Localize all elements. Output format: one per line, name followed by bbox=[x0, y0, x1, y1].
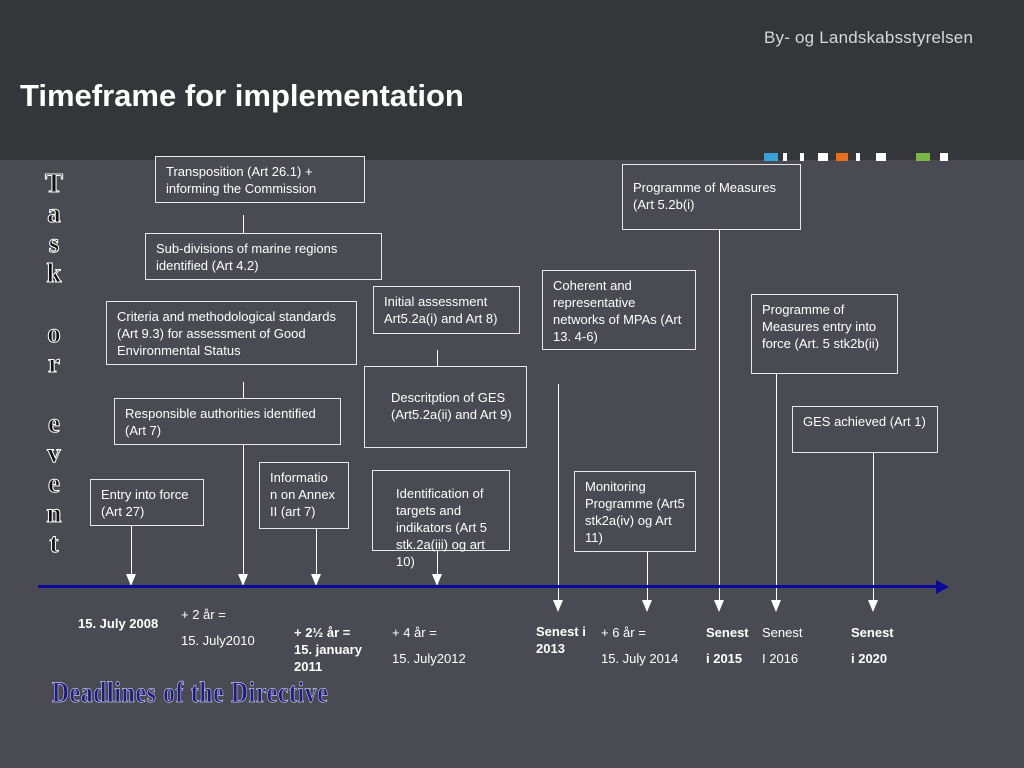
side-label-letter: o bbox=[47, 318, 62, 349]
deadline-2020-year: i 2020 bbox=[851, 651, 888, 666]
deadline-2011: + 2½ år = 15. january 2011 bbox=[294, 625, 362, 674]
task-pom-entry-into-force: Programme of Measures entry into force (… bbox=[751, 294, 898, 374]
strip-square bbox=[916, 153, 930, 161]
task-responsible-authorities: Responsible authorities identified (Art … bbox=[114, 398, 341, 445]
arrow-head bbox=[553, 600, 563, 612]
deadline-2016-label: Senest bbox=[762, 625, 803, 640]
side-label-letter: a bbox=[47, 198, 62, 229]
connector-line bbox=[647, 550, 648, 606]
task-targets-indicators: Identification of targets and indikators… bbox=[372, 470, 510, 569]
connector-line bbox=[131, 500, 132, 580]
header-bar: By- og Landskabsstyrelsen Timeframe for … bbox=[0, 0, 1024, 160]
connector-line bbox=[776, 373, 777, 606]
side-label-letter: T bbox=[44, 168, 63, 199]
deadline-2015-year: i 2015 bbox=[706, 651, 743, 666]
deadline-2014-date: 15. July 2014 bbox=[601, 651, 679, 666]
side-label-letter: v bbox=[47, 438, 62, 469]
strip-square bbox=[800, 153, 804, 161]
side-label-letter: e bbox=[48, 408, 61, 439]
connector-line bbox=[558, 384, 559, 606]
task-monitoring-programme: Monitoring Programme (Art5 stk2a(iv) og … bbox=[574, 471, 696, 552]
deadline-2013: Senest i 2013 bbox=[536, 624, 586, 656]
strip-square bbox=[876, 153, 886, 161]
arrow-head bbox=[432, 574, 442, 586]
task-programme-of-measures: Programme of Measures (Art 5.2b(i) bbox=[622, 164, 801, 230]
arrow-head bbox=[642, 600, 652, 612]
side-label-letter: r bbox=[48, 348, 61, 379]
connector-line bbox=[437, 350, 438, 366]
side-label-letter: k bbox=[46, 258, 62, 289]
connector-line bbox=[243, 444, 244, 580]
side-label-letter: t bbox=[49, 528, 59, 559]
strip-square bbox=[940, 153, 948, 161]
arrow-head bbox=[868, 600, 878, 612]
deadline-2016-year: I 2016 bbox=[762, 651, 799, 666]
deadline-2015-label: Senest bbox=[706, 625, 749, 640]
strip-square bbox=[818, 153, 828, 161]
side-label-letter: n bbox=[46, 498, 62, 529]
deadline-2012-date: 15. July2012 bbox=[392, 651, 466, 666]
deadline-2012-offset: + 4 år = bbox=[392, 625, 437, 640]
side-label-letter: s bbox=[48, 228, 60, 259]
task-mpa-networks: Coherent and representative networks of … bbox=[542, 270, 696, 350]
strip-square bbox=[783, 153, 787, 161]
task-initial-assessment: Initial assessment Art5.2a(i) and Art 8) bbox=[373, 286, 520, 334]
arrow-head bbox=[714, 600, 724, 612]
connector-line bbox=[719, 229, 720, 606]
deadline-2010-date: 15. July2010 bbox=[181, 633, 255, 648]
deadline-2008: 15. July 2008 bbox=[78, 616, 159, 631]
task-annex-information: Informatio n on Annex II (art 7) bbox=[259, 462, 349, 529]
side-label-letter: e bbox=[48, 468, 61, 499]
connector-line bbox=[873, 452, 874, 606]
side-label-letter bbox=[36, 288, 72, 318]
page-title: Timeframe for implementation bbox=[20, 78, 464, 113]
timeline-arrow-head bbox=[936, 580, 949, 594]
strip-square bbox=[764, 153, 778, 161]
arrow-head bbox=[126, 574, 136, 586]
deadline-2020-label: Senest bbox=[851, 625, 894, 640]
task-transposition: Transposition (Art 26.1) + informing the… bbox=[155, 156, 365, 203]
connector-line bbox=[243, 215, 244, 233]
connector-line bbox=[437, 550, 438, 580]
strip-square bbox=[836, 153, 848, 161]
connector-line bbox=[316, 528, 317, 580]
footer-title: Deadlines of the Directive bbox=[52, 676, 329, 710]
task-ges-description: Descritption of GES (Art5.2a(ii) and Art… bbox=[364, 366, 527, 448]
arrow-head bbox=[771, 600, 781, 612]
deadline-2014-offset: + 6 år = bbox=[601, 625, 646, 640]
org-logo-text: By- og Landskabsstyrelsen bbox=[764, 28, 974, 47]
task-subdivisions: Sub-divisions of marine regions identifi… bbox=[145, 233, 382, 280]
task-ges-achieved: GES achieved (Art 1) bbox=[792, 406, 938, 453]
task-criteria: Criteria and methodological standards (A… bbox=[106, 301, 357, 365]
strip-square bbox=[856, 153, 860, 161]
arrow-head bbox=[311, 574, 321, 586]
side-label-letter bbox=[36, 378, 72, 408]
task-entry-into-force: Entry into force (Art 27) bbox=[90, 479, 204, 526]
deadline-2010-offset: + 2 år = bbox=[181, 607, 226, 622]
timeline-axis bbox=[38, 585, 938, 588]
arrow-head bbox=[238, 574, 248, 586]
connector-line bbox=[243, 382, 244, 398]
